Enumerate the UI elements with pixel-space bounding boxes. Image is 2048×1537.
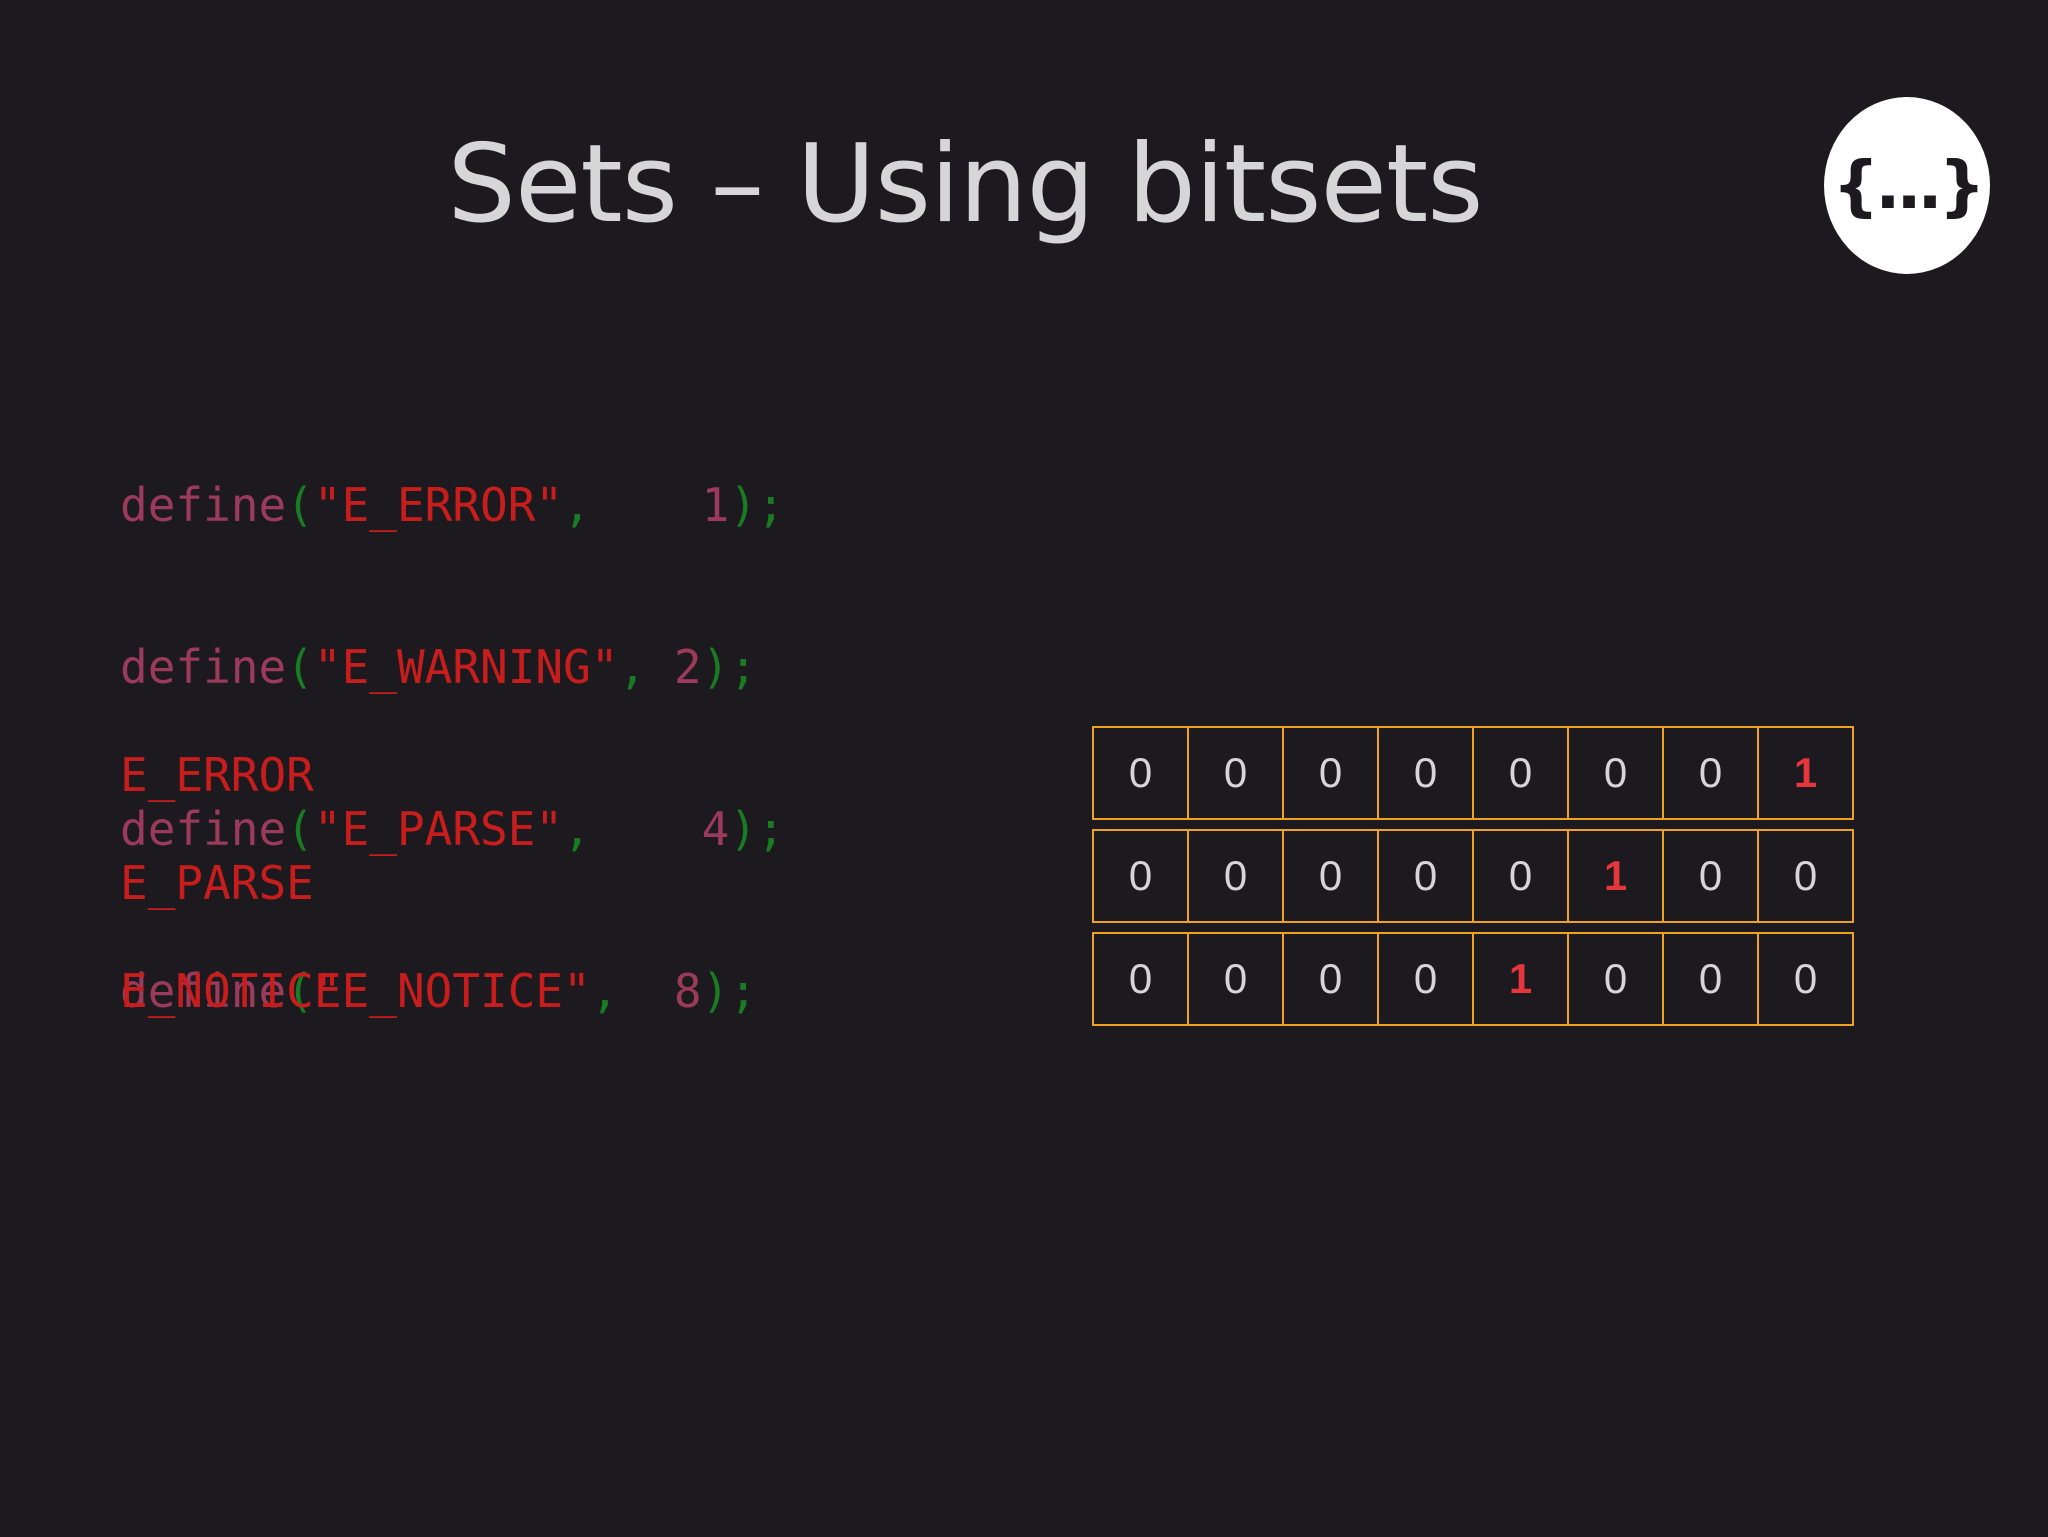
bit-cell: 0 (1092, 726, 1189, 820)
curly-braces-logo: {...} (1824, 97, 1990, 274)
bit-cell: 1 (1567, 829, 1664, 923)
bitset-label-e-notice: E_NOTICE (120, 964, 342, 1018)
code-comma: , (618, 640, 647, 694)
code-padding (646, 640, 674, 694)
code-line-e-error: define("E_ERROR", 1); (120, 478, 785, 532)
bit-cell: 0 (1472, 829, 1569, 923)
bit-cell: 0 (1282, 726, 1379, 820)
bit-cell: 0 (1092, 829, 1189, 923)
code-string: "E_PARSE" (313, 802, 564, 856)
code-paren-close: ); (701, 640, 758, 694)
bit-cell: 0 (1092, 932, 1189, 1026)
code-line-e-notice: define("E_NOTICE", 8); (120, 964, 785, 1018)
code-number: 8 (673, 964, 702, 1018)
code-number: 2 (673, 640, 702, 694)
code-number: 1 (701, 478, 730, 532)
slide-title: Sets – Using bitsets (447, 122, 1483, 247)
code-paren-close: ); (729, 802, 785, 856)
code-paren-open: ( (286, 478, 314, 532)
code-comma: , (563, 478, 591, 532)
bit-cell: 0 (1757, 829, 1854, 923)
code-function: define (120, 478, 287, 532)
code-block: define("E_ERROR", 1); define("E_WARNING"… (120, 370, 785, 1072)
code-string: "E_WARNING" (313, 640, 619, 694)
code-function: define (120, 964, 287, 1018)
bit-cell: 0 (1377, 932, 1474, 1026)
code-string: "E_NOTICE" (313, 964, 591, 1018)
bitset-label-e-parse: E_PARSE (120, 856, 314, 910)
bit-cell: 0 (1567, 726, 1664, 820)
bit-cell: 0 (1662, 829, 1759, 923)
code-number: 4 (701, 802, 730, 856)
code-function: define (120, 802, 287, 856)
code-paren-close: ); (701, 964, 758, 1018)
code-line-e-parse: define("E_PARSE", 4); (120, 802, 785, 856)
code-padding (619, 964, 674, 1018)
code-padding (591, 478, 674, 532)
code-string: "E_ERROR" (313, 478, 564, 532)
code-line-e-warning: define("E_WARNING", 2); (120, 640, 785, 694)
bit-cell: 0 (1567, 932, 1664, 1026)
code-padding (591, 802, 674, 856)
bit-cell: 0 (1662, 726, 1759, 820)
bit-cell: 0 (1662, 932, 1759, 1026)
bit-cell: 0 (1377, 829, 1474, 923)
code-function: define (120, 640, 287, 694)
code-paren-open: ( (286, 964, 314, 1018)
bit-cell: 0 (1757, 932, 1854, 1026)
bit-cell: 1 (1757, 726, 1854, 820)
bit-cell: 0 (1282, 829, 1379, 923)
bit-cell: 0 (1282, 932, 1379, 1026)
bit-cell: 0 (1187, 932, 1284, 1026)
code-comma: , (590, 964, 619, 1018)
code-paren-open: ( (286, 802, 314, 856)
code-paren-close: ); (729, 478, 785, 532)
bit-cell: 0 (1377, 726, 1474, 820)
bit-cell: 0 (1187, 726, 1284, 820)
code-comma: , (563, 802, 591, 856)
code-paren-open: ( (286, 640, 314, 694)
bit-cell: 1 (1472, 932, 1569, 1026)
bitset-label-e-error: E_ERROR (120, 748, 314, 802)
bit-cell: 0 (1187, 829, 1284, 923)
logo-text: {...} (1832, 147, 1985, 224)
bit-cell: 0 (1472, 726, 1569, 820)
